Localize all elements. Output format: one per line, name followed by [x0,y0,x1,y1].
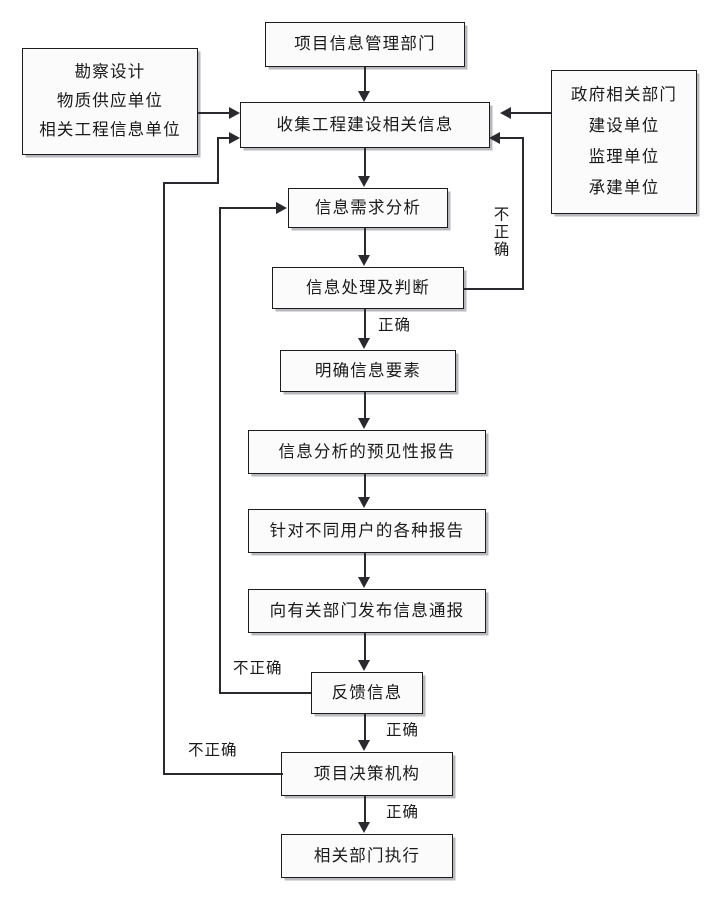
edge-decision-incorrect-in [217,137,233,139]
arrowhead-predictive-to-user-reports [358,497,370,508]
arrowhead-publish-to-feedback [358,660,370,671]
arrowhead-right-sources-to-collect [500,107,511,119]
edge-decision-incorrect-mid [163,182,219,184]
node-label-line-3: 相关工程信息单位 [39,120,181,140]
edge-label-correct-feedback: 正确 [386,721,420,739]
node-label: 项目决策机构 [313,763,421,783]
node-label-line-2: 物质供应单位 [56,91,164,110]
arrowhead-user-reports-to-publish [358,577,370,588]
node-label: 信息分析的预见性报告 [278,441,456,461]
node-label: 反馈信息 [331,682,403,702]
arrowhead-decision-to-collect [229,132,240,144]
node-label-line-1: 勘察设计 [74,61,146,81]
node-label: 信息处理及判断 [306,277,430,297]
node-label-line-2: 建设单位 [588,116,660,135]
edge-decision-incorrect-out [163,773,283,775]
node-label: 项目信息管理部门 [294,34,436,54]
edge-process-to-clarify [364,309,366,338]
edge-label-correct-process: 正确 [378,316,412,334]
edge-mgmt-to-collect [364,67,366,92]
edge-label-incorrect-feedback: 不正确 [233,659,283,677]
edge-publish-to-feedback [364,633,366,661]
arrowhead-decision-to-execute [358,822,370,833]
arrowhead-process-incorrect-to-collect [489,132,500,144]
edge-feedback-incorrect-out [219,692,311,694]
edge-decision-incorrect-up [163,182,165,775]
edge-label-correct-decision: 正确 [386,803,420,821]
edge-label-incorrect-decision: 不正确 [188,741,238,759]
edge-feedback-incorrect-in [219,207,277,209]
node-label: 针对不同用户的各种报告 [269,520,465,540]
node-right-sources[interactable]: 政府相关部门 建设单位 监理单位 承建单位 [551,70,697,214]
node-label-line-3: 监理单位 [588,146,660,166]
arrowhead-clarify-to-predictive [358,418,370,429]
node-clarify-elements[interactable]: 明确信息要素 [280,350,456,392]
node-label: 明确信息要素 [314,360,422,380]
node-info-mgmt-dept[interactable]: 项目信息管理部门 [265,22,465,67]
arrowhead-collect-to-demand [358,176,370,187]
edge-process-incorrect-up [522,137,524,290]
node-label-line-1: 政府相关部门 [570,85,678,105]
arrowhead-demand-to-process [358,255,370,266]
node-label: 相关部门执行 [313,845,421,865]
edge-demand-to-process [364,228,366,255]
node-collect-info[interactable]: 收集工程建设相关信息 [240,102,490,148]
arrowhead-left-sources-to-collect [229,107,240,119]
arrowhead-mgmt-to-collect [358,91,370,102]
node-dept-execute[interactable]: 相关部门执行 [281,834,453,878]
edge-decision-incorrect-up2 [217,137,219,184]
edge-process-incorrect-in [500,137,524,139]
node-decision-body[interactable]: 项目决策机构 [281,752,453,796]
edge-decision-to-execute [364,796,366,822]
node-predictive-report[interactable]: 信息分析的预见性报告 [248,430,486,474]
edge-label-incorrect-process: 不正确 [491,206,510,259]
edge-feedback-to-decision [364,714,366,740]
edge-left-sources-to-collect [198,112,230,114]
node-label-line-4: 承建单位 [588,177,660,197]
node-demand-analysis[interactable]: 信息需求分析 [288,188,448,228]
arrowhead-feedback-to-demand [276,202,287,214]
node-process-judge[interactable]: 信息处理及判断 [272,267,464,309]
edge-user-reports-to-publish [364,553,366,578]
edge-feedback-incorrect-up [219,207,221,694]
edge-right-sources-to-collect [511,112,551,114]
edge-process-incorrect-out [464,288,524,290]
node-label: 信息需求分析 [314,197,422,217]
node-label: 向有关部门发布信息通报 [269,600,465,620]
edge-predictive-to-user-reports [364,474,366,498]
node-user-reports[interactable]: 针对不同用户的各种报告 [248,509,486,553]
node-publish-bulletin[interactable]: 向有关部门发布信息通报 [248,589,486,633]
edge-clarify-to-predictive [364,392,366,418]
arrowhead-process-to-clarify [358,338,370,349]
node-label: 收集工程建设相关信息 [276,114,454,134]
edge-collect-to-demand [364,148,366,176]
arrowhead-feedback-to-decision [358,740,370,751]
node-feedback[interactable]: 反馈信息 [311,672,423,714]
node-left-sources[interactable]: 勘察设计 物质供应单位 相关工程信息单位 [22,48,198,155]
